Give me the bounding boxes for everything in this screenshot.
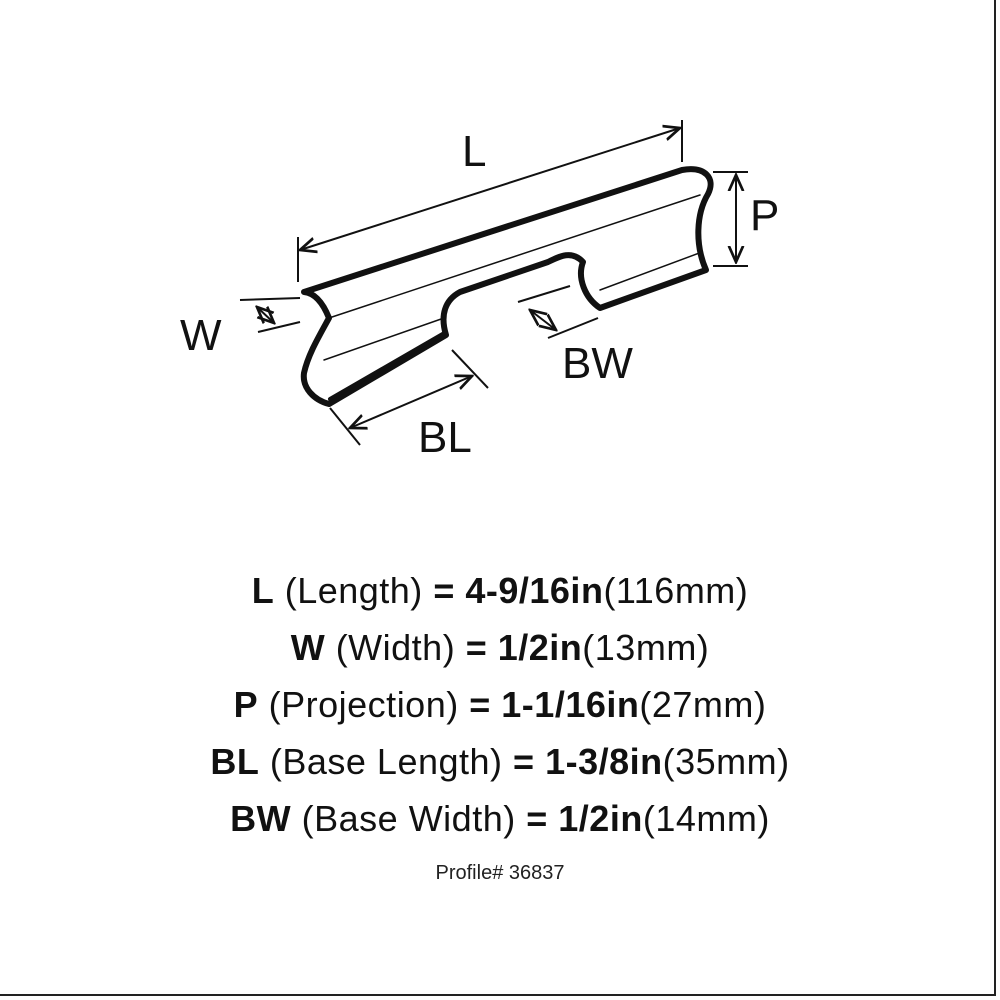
spec-equals: =: [469, 684, 491, 725]
spec-equals: =: [433, 570, 455, 611]
spec-width: W (Width) = 1/2in(13mm): [0, 619, 1000, 676]
spec-name: (Projection): [268, 684, 459, 725]
label-width: W: [180, 311, 222, 360]
dimension-base-length: [329, 349, 489, 446]
spec-name: (Base Width): [301, 798, 516, 839]
spec-equals: =: [526, 798, 548, 839]
handle-face-line-lower: [323, 317, 445, 361]
spec-metric: (35mm): [662, 741, 790, 782]
base-length-extension-left: [329, 407, 361, 446]
profile-number: Profile# 36837: [435, 862, 565, 884]
spec-metric: (27mm): [639, 684, 767, 725]
label-base-length: BL: [418, 413, 472, 462]
dimension-projection: [713, 171, 748, 267]
spec-name: (Base Length): [269, 741, 503, 782]
spec-equals: =: [513, 741, 535, 782]
spec-metric: (116mm): [603, 570, 749, 611]
label-length: L: [462, 127, 486, 176]
label-projection: P: [750, 191, 779, 240]
base-length-extension-right: [451, 349, 489, 389]
width-extension-top: [239, 297, 301, 301]
spec-projection: P (Projection) = 1-1/16in(27mm): [0, 676, 1000, 733]
spec-abbr: P: [233, 684, 259, 725]
base-width-extension-top: [517, 285, 571, 303]
spec-abbr: BL: [210, 741, 260, 782]
spec-equals: =: [465, 627, 488, 668]
spec-imperial: 1-1/16in: [501, 684, 640, 725]
spec-base-length: BL (Base Length) = 1-3/8in(35mm): [0, 733, 1000, 790]
spec-imperial: 1/2in: [497, 627, 583, 668]
dimension-length: [298, 120, 682, 282]
spec-imperial: 1/2in: [558, 798, 643, 839]
base-length-arrow: [350, 376, 472, 428]
base-width-extension-bottom: [547, 317, 599, 339]
spec-imperial: 1-3/8in: [545, 741, 663, 782]
dimension-width: [239, 297, 301, 333]
spec-abbr: BW: [230, 798, 292, 839]
spec-metric: (14mm): [642, 798, 770, 839]
base-width-arrow: [530, 310, 556, 330]
dimension-spec-list: L (Length) = 4-9/16in(116mm) W (Width) =…: [0, 562, 1000, 847]
spec-base-width: BW (Base Width) = 1/2in(14mm): [0, 790, 1000, 847]
label-base-width: BW: [562, 339, 633, 388]
spec-metric: (13mm): [582, 627, 710, 668]
width-extension-bottom: [257, 321, 301, 333]
dimension-base-width: [517, 285, 599, 339]
width-arrow: [257, 307, 274, 323]
spec-imperial: 4-9/16in: [465, 570, 604, 611]
spec-abbr: L: [251, 570, 275, 611]
spec-name: (Length): [284, 570, 423, 611]
handle-face-line-right: [599, 251, 703, 291]
spec-abbr: W: [290, 627, 326, 668]
spec-name: (Width): [335, 627, 456, 668]
pull-handle-drawing: [300, 166, 714, 407]
spec-length: L (Length) = 4-9/16in(116mm): [0, 562, 1000, 619]
handle-dimension-diagram: L P W BW BL: [180, 120, 779, 462]
handle-outline: [300, 166, 714, 407]
length-arrow: [300, 128, 680, 250]
